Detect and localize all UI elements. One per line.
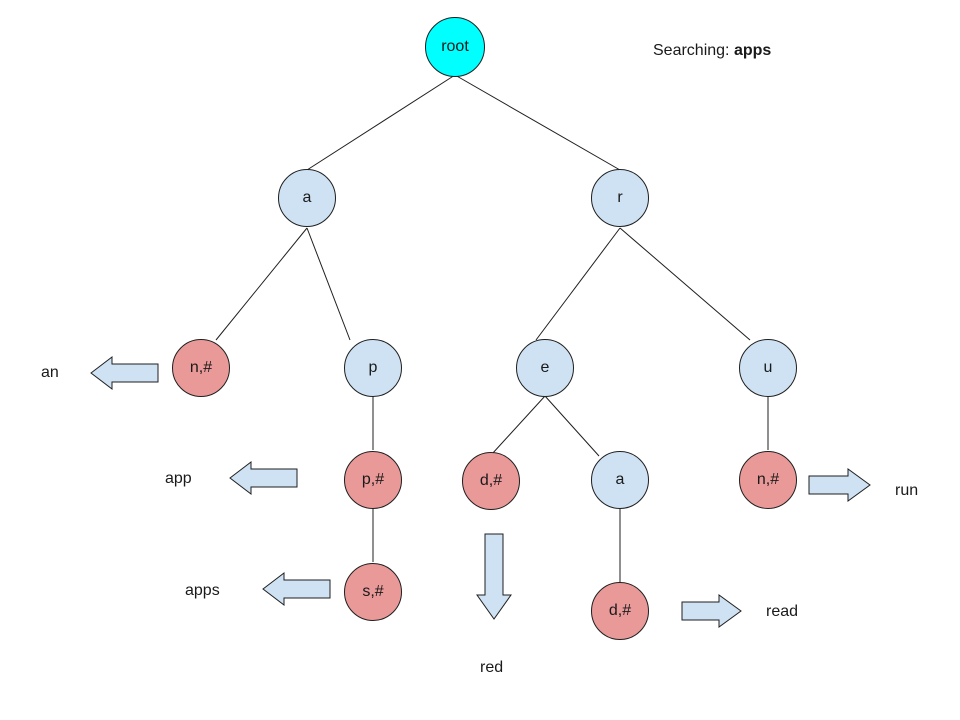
node-re: e xyxy=(516,339,574,397)
node-red-terminal: d,# xyxy=(462,452,520,510)
word-read: read xyxy=(766,603,799,620)
node-rea: a xyxy=(591,451,649,509)
search-caption-label: Searching: xyxy=(653,42,730,59)
node-run-terminal: n,# xyxy=(739,451,797,509)
edge-e-a xyxy=(544,395,600,457)
arrow-left-icon xyxy=(262,571,331,607)
word-app: app xyxy=(165,470,192,487)
node-r: r xyxy=(591,169,649,227)
search-caption: Searching: apps xyxy=(653,42,771,60)
edge-e-d xyxy=(491,395,546,455)
node-ru: u xyxy=(739,339,797,397)
edge-root-r xyxy=(454,74,621,171)
word-apps: apps xyxy=(185,582,220,599)
edge-r-e xyxy=(535,227,621,341)
arrow-right-icon xyxy=(808,468,871,502)
edge-root-a xyxy=(306,74,456,171)
search-caption-word: apps xyxy=(733,42,772,59)
edge-a-n xyxy=(215,227,308,341)
edge-r-u xyxy=(619,227,751,341)
arrow-left-icon xyxy=(90,355,159,391)
node-an-terminal: n,# xyxy=(172,339,230,397)
node-apps-terminal: s,# xyxy=(344,563,402,621)
arrow-left-icon xyxy=(229,460,298,496)
word-run: run xyxy=(895,482,919,499)
node-root: root xyxy=(425,17,485,77)
node-read-terminal: d,# xyxy=(591,582,649,640)
word-an: an xyxy=(41,364,59,381)
node-ap: p xyxy=(344,339,402,397)
word-red: red xyxy=(480,659,504,676)
arrow-right-icon xyxy=(681,594,742,628)
node-app-terminal: p,# xyxy=(344,451,402,509)
arrow-down-icon xyxy=(476,533,512,620)
node-a: a xyxy=(278,169,336,227)
edge-a-p xyxy=(306,227,351,341)
